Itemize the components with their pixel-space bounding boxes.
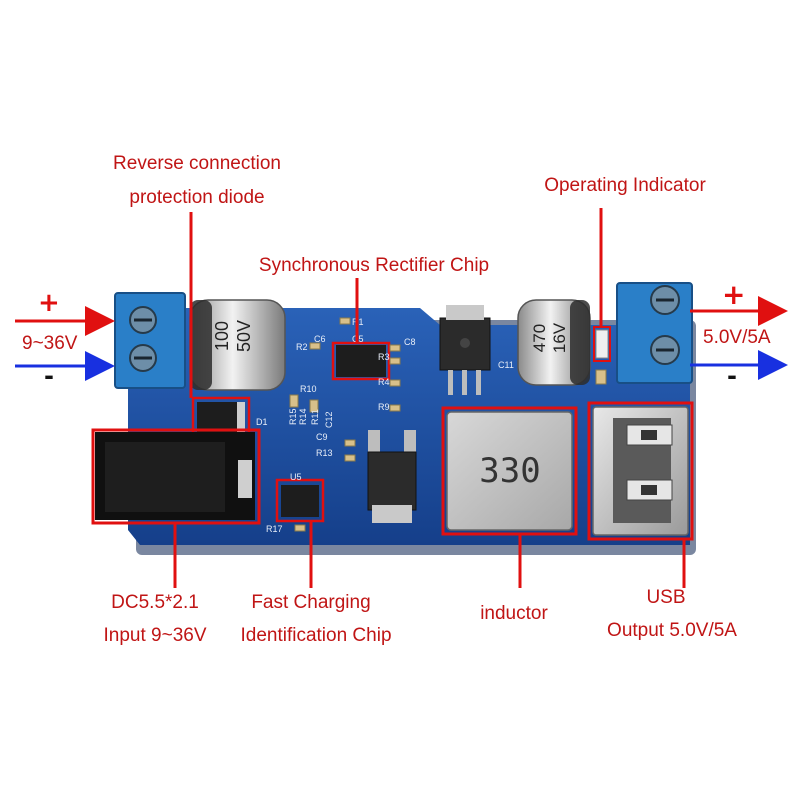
output-terminal-block: [616, 282, 693, 384]
input-plus-sign: +: [38, 288, 60, 318]
inductor-highlight: [441, 406, 578, 536]
ref-16: U5: [290, 472, 302, 482]
ref-18: C11: [498, 360, 514, 370]
mosfet-bottom: [367, 430, 417, 523]
fast-charging-label-line2: Identification Chip: [240, 625, 392, 646]
ref-2: R2: [296, 342, 308, 352]
input-terminal-block: [114, 292, 186, 389]
cap-left-voltage: 50V: [234, 320, 254, 352]
ref-11: R15: [288, 408, 298, 425]
callout-lines: [173, 208, 686, 588]
output-plus-sign: +: [722, 278, 746, 311]
ref-13: C9: [316, 432, 328, 442]
ref-17: R17: [266, 524, 283, 534]
inductor-label: inductor: [480, 603, 548, 624]
output-voltage-label: 5.0V/5A: [703, 327, 771, 348]
ref-3: C6: [314, 334, 326, 344]
sync-rectifier-ic: [336, 345, 386, 377]
fast-charging-ic: [281, 485, 319, 517]
fast-charging-highlight: [275, 478, 325, 523]
mosfet-top: [439, 305, 491, 395]
input-voltage-label: 9~36V: [22, 333, 78, 354]
inductor-330: 330: [446, 411, 573, 531]
usb-port: [592, 406, 689, 536]
ref-5: R3: [378, 352, 390, 362]
sync-rectifier-label: Synchronous Rectifier Chip: [258, 255, 490, 276]
ref-14: R13: [316, 448, 333, 458]
output-minus-sign: -: [727, 362, 737, 390]
reverse-diode-label-line2: protection diode: [129, 187, 265, 208]
ref-4: C8: [404, 337, 416, 347]
ref-15: D1: [256, 417, 268, 427]
input-minus-sign: -: [44, 362, 54, 390]
dc-jack-label-line2: Input 9~36V: [103, 625, 207, 646]
ref-10: R14: [298, 408, 308, 425]
cap-right-value: 470: [530, 324, 549, 352]
reverse-diode-label-line1: Reverse connection: [113, 153, 281, 174]
capacitor-470uf-16v: 470 16V: [517, 299, 591, 386]
usb-label-line1: USB: [646, 587, 686, 608]
ref-12: C12: [324, 411, 334, 428]
ref-8: R10: [300, 384, 317, 394]
inductor-code: 330: [479, 451, 540, 491]
ref-7: R9: [378, 402, 390, 412]
dc-barrel-jack: [95, 432, 255, 520]
operating-indicator-label: Operating Indicator: [544, 175, 706, 196]
capacitor-100uf-50v: 100 50V: [189, 299, 286, 391]
dc-jack-label-line1: DC5.5*2.1: [111, 592, 199, 613]
cap-left-value: 100: [212, 321, 232, 351]
usb-label-line2: Output 5.0V/5A: [607, 620, 737, 641]
ref-9: R11: [310, 409, 320, 425]
usb-highlight: [587, 401, 694, 541]
fast-charging-label-line1: Fast Charging: [251, 592, 371, 613]
smd-passives: [289, 317, 607, 532]
sync-rectifier-highlight: [331, 341, 391, 381]
ref-6: R4: [378, 377, 390, 387]
cap-right-voltage: 16V: [550, 322, 569, 353]
operating-indicator-led: [595, 329, 609, 359]
